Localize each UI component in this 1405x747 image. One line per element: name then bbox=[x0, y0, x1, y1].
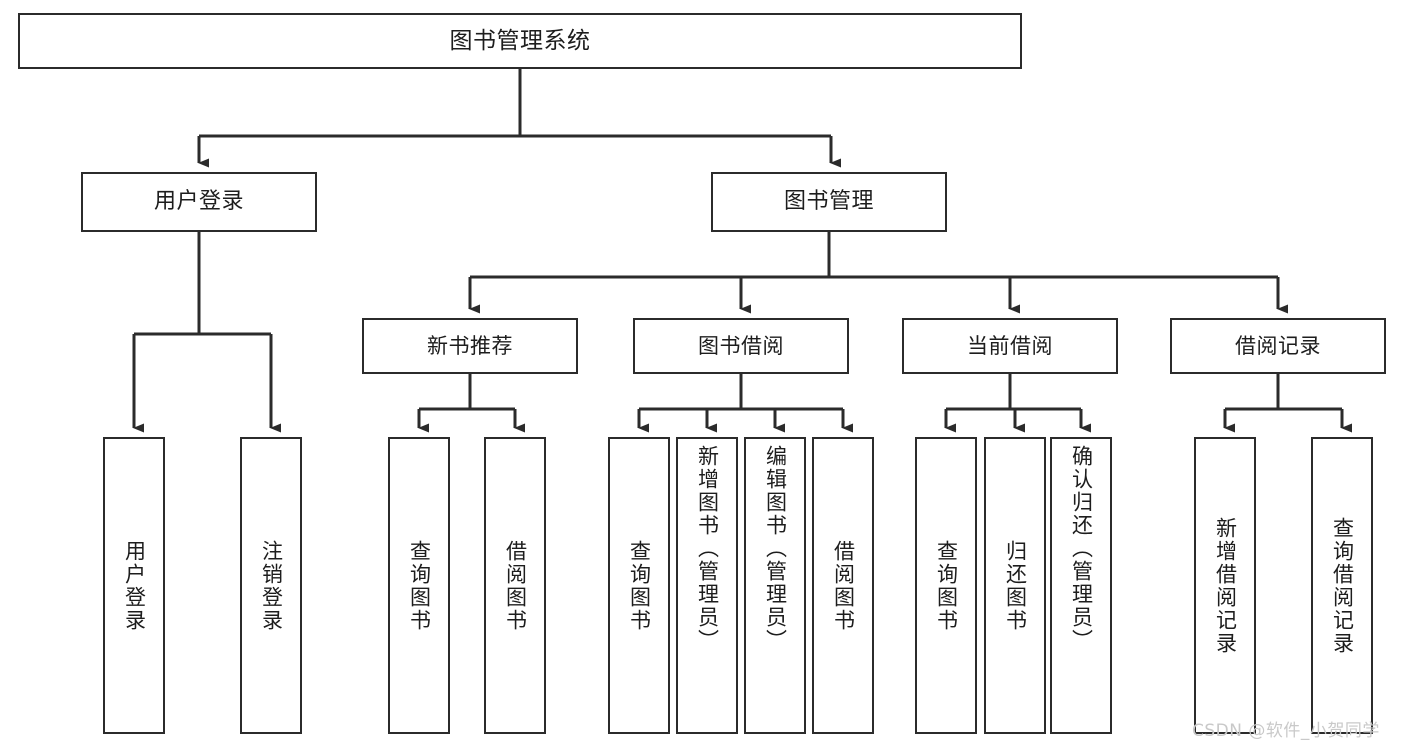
node-borrow-record-label: 借阅记录 bbox=[1235, 333, 1321, 358]
node-leaf-user-login[interactable]: 用户登录 bbox=[103, 437, 165, 734]
node-current-borrow-label: 当前借阅 bbox=[967, 333, 1053, 358]
node-leaf-query-book-3[interactable]: 查询图书 bbox=[915, 437, 977, 734]
node-leaf-borrow-book-2[interactable]: 借阅图书 bbox=[812, 437, 874, 734]
node-leaf-edit-book-label: 编辑图书（管理员） bbox=[763, 445, 788, 652]
node-leaf-logout-label: 注销登录 bbox=[259, 539, 284, 632]
node-leaf-borrow-book-2-label: 借阅图书 bbox=[831, 539, 856, 632]
node-book-manage[interactable]: 图书管理 bbox=[711, 172, 947, 232]
edge-bookborrow-to-leaves bbox=[637, 374, 853, 433]
node-leaf-add-book[interactable]: 新增图书（管理员） bbox=[676, 437, 738, 734]
node-leaf-query-book-2-label: 查询图书 bbox=[627, 539, 652, 632]
node-leaf-add-record[interactable]: 新增借阅记录 bbox=[1194, 437, 1256, 734]
node-leaf-return-book-label: 归还图书 bbox=[1003, 539, 1028, 632]
node-user-login-label: 用户登录 bbox=[153, 189, 244, 215]
edge-root-to-level2 bbox=[197, 69, 841, 168]
node-root-label: 图书管理系统 bbox=[449, 27, 591, 54]
node-leaf-query-record-label: 查询借阅记录 bbox=[1330, 516, 1355, 655]
node-leaf-edit-book[interactable]: 编辑图书（管理员） bbox=[744, 437, 806, 734]
node-leaf-confirm-return[interactable]: 确认归还（管理员） bbox=[1050, 437, 1112, 734]
node-book-manage-label: 图书管理 bbox=[783, 189, 874, 215]
node-leaf-query-book-1[interactable]: 查询图书 bbox=[388, 437, 450, 734]
node-book-borrow-label: 图书借阅 bbox=[698, 333, 784, 358]
node-new-book-recommend-label: 新书推荐 bbox=[427, 333, 513, 358]
node-current-borrow[interactable]: 当前借阅 bbox=[902, 318, 1118, 374]
node-user-login[interactable]: 用户登录 bbox=[81, 172, 317, 232]
node-leaf-return-book[interactable]: 归还图书 bbox=[984, 437, 1046, 734]
node-new-book-recommend[interactable]: 新书推荐 bbox=[362, 318, 578, 374]
edge-currentborrow-to-leaves bbox=[944, 374, 1091, 433]
node-leaf-user-login-label: 用户登录 bbox=[122, 539, 147, 632]
node-leaf-logout[interactable]: 注销登录 bbox=[240, 437, 302, 734]
edge-newbook-to-leaves bbox=[417, 374, 525, 433]
edge-userlogin-to-leaves bbox=[132, 232, 281, 433]
node-leaf-query-book-3-label: 查询图书 bbox=[934, 539, 959, 632]
node-leaf-borrow-book-1-label: 借阅图书 bbox=[503, 539, 528, 632]
node-book-borrow[interactable]: 图书借阅 bbox=[633, 318, 849, 374]
node-root-system[interactable]: 图书管理系统 bbox=[18, 13, 1022, 69]
edge-bookmanage-to-level3 bbox=[468, 232, 1288, 314]
node-leaf-borrow-book-1[interactable]: 借阅图书 bbox=[484, 437, 546, 734]
node-leaf-query-record[interactable]: 查询借阅记录 bbox=[1311, 437, 1373, 734]
node-leaf-query-book-2[interactable]: 查询图书 bbox=[608, 437, 670, 734]
node-leaf-add-record-label: 新增借阅记录 bbox=[1213, 516, 1238, 655]
node-borrow-record[interactable]: 借阅记录 bbox=[1170, 318, 1386, 374]
edge-borrowrecord-to-leaves bbox=[1223, 374, 1352, 433]
node-leaf-add-book-label: 新增图书（管理员） bbox=[695, 445, 720, 652]
node-leaf-confirm-return-label: 确认归还（管理员） bbox=[1069, 445, 1094, 652]
node-leaf-query-book-1-label: 查询图书 bbox=[407, 539, 432, 632]
